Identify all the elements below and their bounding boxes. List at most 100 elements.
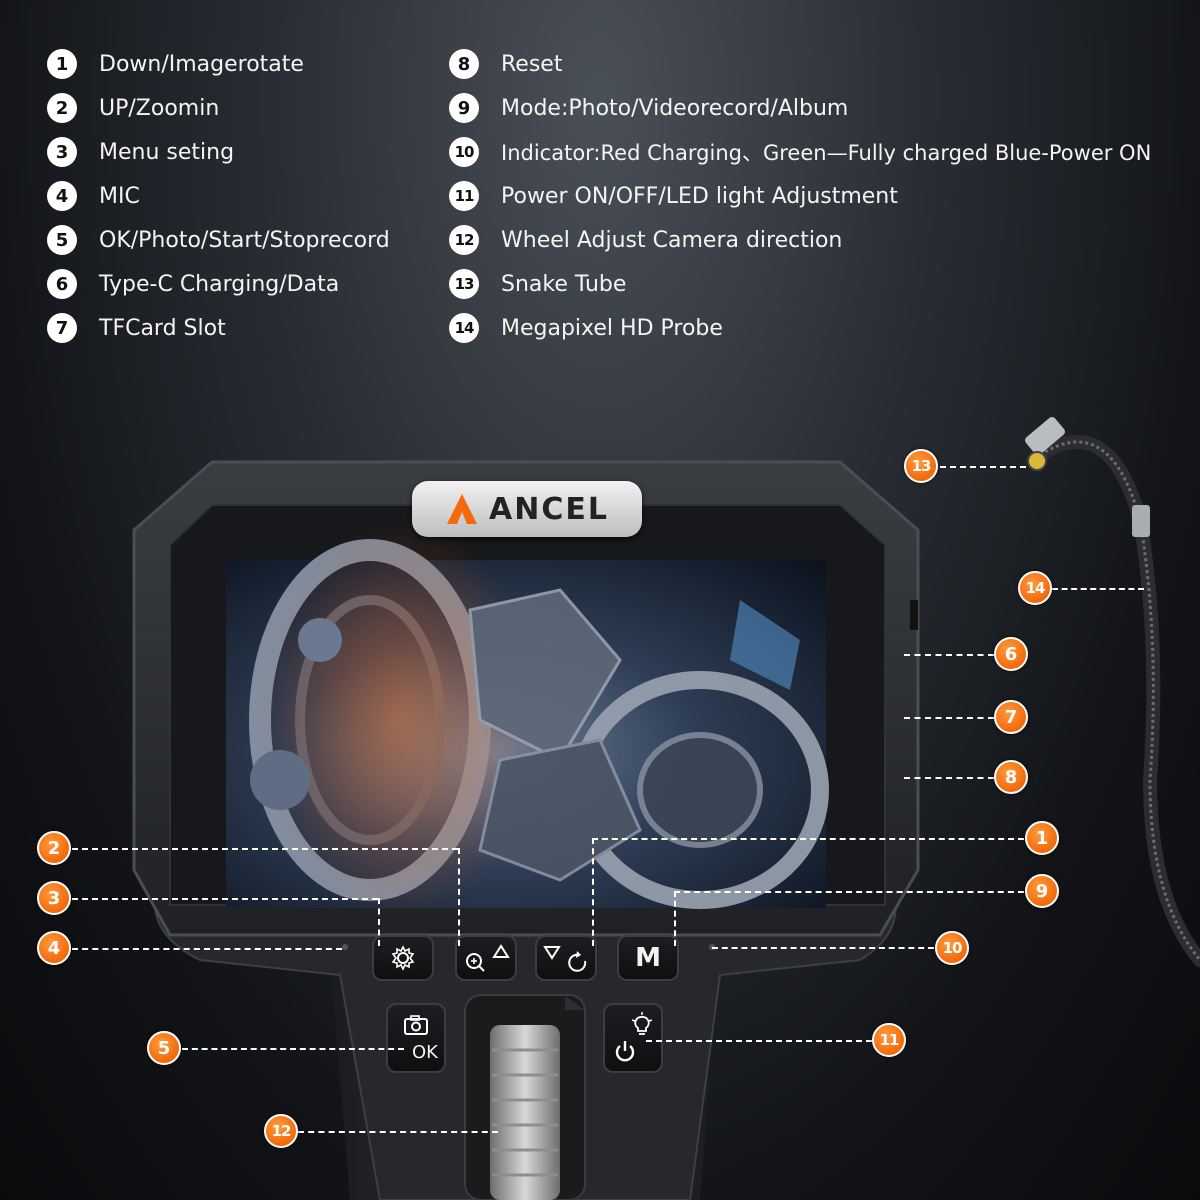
- leader-9: [674, 891, 1024, 893]
- up-triangle-icon: [492, 944, 510, 958]
- callout-4: 4: [37, 931, 71, 965]
- callout-11: 11: [872, 1023, 906, 1057]
- legend-label: Reset: [501, 51, 563, 77]
- leader-3: [72, 898, 378, 900]
- leader-10: [712, 947, 934, 949]
- callout-3: 3: [37, 881, 71, 915]
- legend-item-7: 7 TFCard Slot: [47, 312, 226, 344]
- legend-number: 4: [47, 181, 77, 211]
- legend-label: UP/Zoomin: [99, 95, 220, 121]
- down-rotate-button[interactable]: [535, 935, 597, 981]
- legend-number: 3: [47, 137, 77, 167]
- legend-label: Indicator:Red Charging、Green—Fully charg…: [501, 141, 1152, 165]
- mic-hole: [342, 944, 348, 950]
- legend-label: MIC: [99, 183, 140, 209]
- leader-1-drop: [592, 838, 594, 946]
- callout-6: 6: [994, 637, 1028, 671]
- legend-number: 12: [449, 225, 479, 255]
- legend-item-4: 4 MIC: [47, 180, 140, 212]
- mode-button[interactable]: M: [617, 935, 679, 981]
- leader-2: [72, 848, 458, 850]
- legend-number: 14: [449, 313, 479, 343]
- wheel-ridges: [492, 1048, 558, 1177]
- leader-11: [646, 1040, 872, 1042]
- legend-label: Power ON/OFF/LED light Adjustment: [501, 183, 898, 209]
- legend-number: 10: [449, 137, 479, 167]
- ok-photo-button[interactable]: OK: [386, 1003, 446, 1073]
- legend-number: 5: [47, 225, 77, 255]
- legend-item-3: 3 Menu seting: [47, 136, 234, 168]
- legend-item-14: 14 Megapixel HD Probe: [449, 312, 723, 344]
- legend: 1 Down/Imagerotate 2 UP/Zoomin 3 Menu se…: [0, 0, 1200, 360]
- ok-label: OK: [412, 1041, 438, 1063]
- legend-number: 11: [449, 181, 479, 211]
- legend-item-6: 6 Type-C Charging/Data: [47, 268, 339, 300]
- leader-12: [298, 1131, 498, 1133]
- power-led-button[interactable]: [603, 1003, 663, 1073]
- legend-number: 1: [47, 49, 77, 79]
- leader-13: [940, 466, 1026, 468]
- legend-label: Megapixel HD Probe: [501, 315, 723, 341]
- snake-tube: [1033, 434, 1200, 967]
- legend-number: 6: [47, 269, 77, 299]
- menu-settings-button[interactable]: [372, 935, 434, 981]
- leader-5: [182, 1048, 404, 1050]
- callout-9: 9: [1025, 874, 1059, 908]
- leader-3-drop: [378, 898, 380, 946]
- up-zoom-in-button[interactable]: [455, 935, 517, 981]
- down-triangle-icon: [543, 946, 587, 972]
- legend-item-5: 5 OK/Photo/Start/Stoprecord: [47, 224, 390, 256]
- legend-item-11: 11 Power ON/OFF/LED light Adjustment: [449, 180, 898, 212]
- legend-item-1: 1 Down/Imagerotate: [47, 48, 304, 80]
- leader-6: [904, 654, 994, 656]
- probe-collar: [1132, 505, 1150, 537]
- callout-13: 13: [904, 449, 938, 483]
- legend-label: Wheel Adjust Camera direction: [501, 227, 843, 253]
- ancel-logo-icon: [447, 494, 478, 524]
- leader-1: [592, 838, 1024, 840]
- callout-7: 7: [994, 700, 1028, 734]
- legend-label: Snake Tube: [501, 271, 627, 297]
- zoom-in-icon: [466, 944, 510, 972]
- leader-14: [1052, 588, 1144, 590]
- legend-number: 13: [449, 269, 479, 299]
- probe-head: [1025, 416, 1065, 456]
- legend-label: Type-C Charging/Data: [99, 271, 340, 297]
- rotate-icon: [568, 953, 587, 972]
- brand-plate: ANCEL: [412, 481, 642, 537]
- bulb-icon: [631, 1012, 653, 1035]
- callout-14: 14: [1018, 571, 1052, 605]
- legend-number: 2: [47, 93, 77, 123]
- legend-item-9: 9 Mode:Photo/Videorecord/Album: [449, 92, 848, 124]
- probe-lens: [1027, 451, 1047, 471]
- legend-number: 7: [47, 313, 77, 343]
- wheel-arrow: [565, 996, 585, 1010]
- legend-item-13: 13 Snake Tube: [449, 268, 626, 300]
- callout-2: 2: [37, 831, 71, 865]
- snake-tube-highlight: [1039, 440, 1200, 961]
- callout-1: 1: [1025, 821, 1059, 855]
- power-icon: [615, 1041, 635, 1062]
- callout-12: 12: [264, 1114, 298, 1148]
- legend-number: 8: [449, 49, 479, 79]
- legend-item-8: 8 Reset: [449, 48, 562, 80]
- callout-10: 10: [935, 931, 969, 965]
- gear-icon: [391, 945, 415, 971]
- screen-imagery: [249, 520, 829, 920]
- leader-9-drop: [674, 891, 676, 946]
- callout-5: 5: [147, 1031, 181, 1065]
- leader-4: [72, 948, 342, 950]
- callout-8: 8: [994, 760, 1028, 794]
- legend-label: Down/Imagerotate: [99, 51, 304, 77]
- legend-label: TFCard Slot: [99, 315, 226, 341]
- legend-item-12: 12 Wheel Adjust Camera direction: [449, 224, 842, 256]
- leader-2-drop: [458, 848, 460, 946]
- leader-8: [904, 777, 994, 779]
- leader-7: [904, 717, 994, 719]
- legend-label: OK/Photo/Start/Stoprecord: [99, 227, 390, 253]
- brand-name: ANCEL: [489, 491, 609, 527]
- side-port: [910, 600, 918, 630]
- legend-label: Mode:Photo/Videorecord/Album: [501, 95, 849, 121]
- legend-number: 9: [449, 93, 479, 123]
